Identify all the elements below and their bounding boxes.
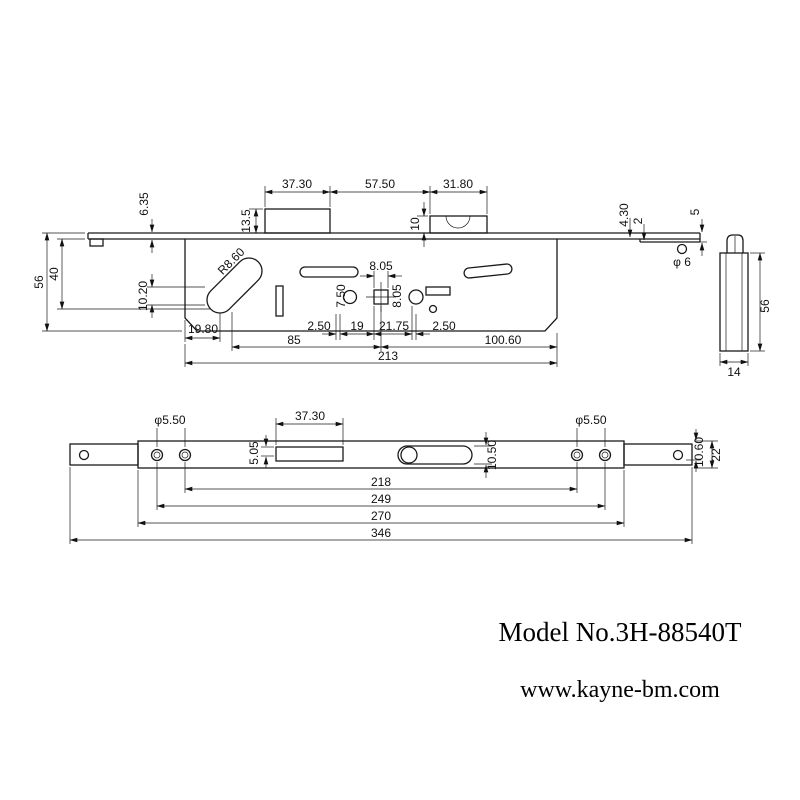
lock-case-cutouts bbox=[206, 257, 513, 317]
handle-cutout bbox=[206, 257, 263, 314]
left-screw-boss bbox=[89, 238, 104, 247]
left-end-hole bbox=[78, 449, 90, 461]
dim-top-5: 5 bbox=[688, 208, 702, 215]
footer: Model No.3H-88540T www.kayne-bm.com bbox=[499, 617, 742, 703]
dim-bottom-10-60: 10.60 bbox=[692, 437, 706, 467]
screw-hole-inner-right bbox=[570, 448, 584, 462]
faceplate-edge bbox=[87, 232, 701, 255]
dim-bottom-37-30: 37.30 bbox=[295, 409, 325, 423]
dim-bottom-249: 249 bbox=[371, 492, 391, 506]
dim-top-13-5: 13.5 bbox=[239, 209, 253, 233]
narrow-slot bbox=[275, 285, 284, 317]
left-round-hole bbox=[342, 289, 358, 305]
dim-top-2: 2 bbox=[631, 217, 645, 224]
right-end-hole bbox=[672, 449, 684, 461]
deadbolt-opening bbox=[397, 445, 473, 465]
dim-top-31-80: 31.80 bbox=[443, 177, 473, 191]
dim-top-19-80: 19.80 bbox=[188, 322, 218, 336]
dim-top-phi6: φ 6 bbox=[673, 255, 691, 269]
website-text: www.kayne-bm.com bbox=[520, 677, 720, 703]
left-end-tab bbox=[69, 443, 139, 466]
screw-hole-outer-right bbox=[598, 448, 612, 462]
dim-top-37-30: 37.30 bbox=[282, 177, 312, 191]
small-slot bbox=[425, 286, 451, 296]
side-view-outline bbox=[719, 234, 749, 352]
dim-top-7-50: 7.50 bbox=[334, 284, 348, 308]
dim-bottom-22: 22 bbox=[709, 448, 723, 462]
upper-left-slot bbox=[299, 266, 359, 278]
dim-bottom-218: 218 bbox=[371, 475, 391, 489]
dim-top-10: 10 bbox=[408, 217, 422, 231]
deadbolt-block bbox=[429, 215, 488, 234]
dim-top-56: 56 bbox=[32, 275, 46, 289]
dim-top-2-50-right: 2.50 bbox=[432, 319, 456, 333]
deadbolt-bolt-circle bbox=[400, 446, 418, 464]
dim-top-r8-60: R8.60 bbox=[215, 245, 248, 278]
bottom-view-dimension-lines bbox=[69, 418, 718, 544]
right-round-hole bbox=[408, 289, 424, 305]
right-end-tab bbox=[623, 443, 693, 466]
dim-top-10-20: 10.20 bbox=[136, 281, 150, 311]
top-view-dimension-lines bbox=[42, 186, 707, 367]
dim-top-213: 213 bbox=[378, 349, 398, 363]
dim-top-8-05-height: 8.05 bbox=[390, 284, 404, 308]
dim-bottom-phi5-50-right: φ5.50 bbox=[575, 413, 606, 427]
side-view-dimension-lines bbox=[719, 252, 765, 366]
dim-top-100-60: 100.60 bbox=[485, 333, 522, 347]
dim-bottom-5-05: 5.05 bbox=[247, 441, 261, 465]
small-pin-hole bbox=[428, 304, 438, 314]
dim-top-8-05-width: 8.05 bbox=[369, 259, 393, 273]
right-screw-hole bbox=[676, 243, 688, 255]
upper-right-slot bbox=[463, 263, 513, 279]
latch-bolt-profile bbox=[726, 234, 744, 253]
dim-top-19: 19 bbox=[350, 319, 364, 333]
dim-bottom-phi5-50-left: φ5.50 bbox=[154, 413, 185, 427]
screw-hole-outer-left bbox=[150, 448, 164, 462]
screw-hole-inner-left bbox=[178, 448, 192, 462]
bottom-view-dimension-labels: φ5.50 37.30 5.05 10.50 φ5.50 10.60 22 21… bbox=[154, 409, 723, 540]
latch-opening bbox=[275, 446, 344, 462]
deadbolt-notch-arc bbox=[445, 215, 471, 229]
dim-top-21-75: 21.75 bbox=[379, 319, 409, 333]
dim-top-4-30: 4.30 bbox=[617, 203, 631, 227]
bottom-view: φ5.50 37.30 5.05 10.50 φ5.50 10.60 22 21… bbox=[69, 409, 723, 544]
dim-top-85: 85 bbox=[287, 333, 301, 347]
dim-top-2-50-left: 2.50 bbox=[307, 319, 331, 333]
dim-top-57-50: 57.50 bbox=[365, 177, 395, 191]
model-number-text: Model No.3H-88540T bbox=[499, 617, 742, 647]
side-view-dimension-labels: 56 14 bbox=[727, 299, 772, 379]
top-view-dimension-labels: 37.30 57.50 31.80 6.35 13.5 10 4.30 2 5 … bbox=[32, 177, 702, 363]
dim-side-14: 14 bbox=[727, 365, 741, 379]
dim-top-6-35: 6.35 bbox=[137, 192, 151, 216]
top-view: 37.30 57.50 31.80 6.35 13.5 10 4.30 2 5 … bbox=[32, 177, 707, 367]
dim-bottom-10-50: 10.50 bbox=[485, 440, 499, 470]
dim-bottom-346: 346 bbox=[371, 526, 391, 540]
dim-bottom-270: 270 bbox=[371, 509, 391, 523]
latch-block bbox=[264, 208, 331, 234]
dim-top-40: 40 bbox=[47, 267, 61, 281]
side-view: 56 14 bbox=[719, 234, 772, 379]
faceplate-front-outline bbox=[69, 440, 693, 469]
dim-side-56: 56 bbox=[758, 299, 772, 313]
latch-and-deadbolt-blocks bbox=[264, 208, 488, 234]
